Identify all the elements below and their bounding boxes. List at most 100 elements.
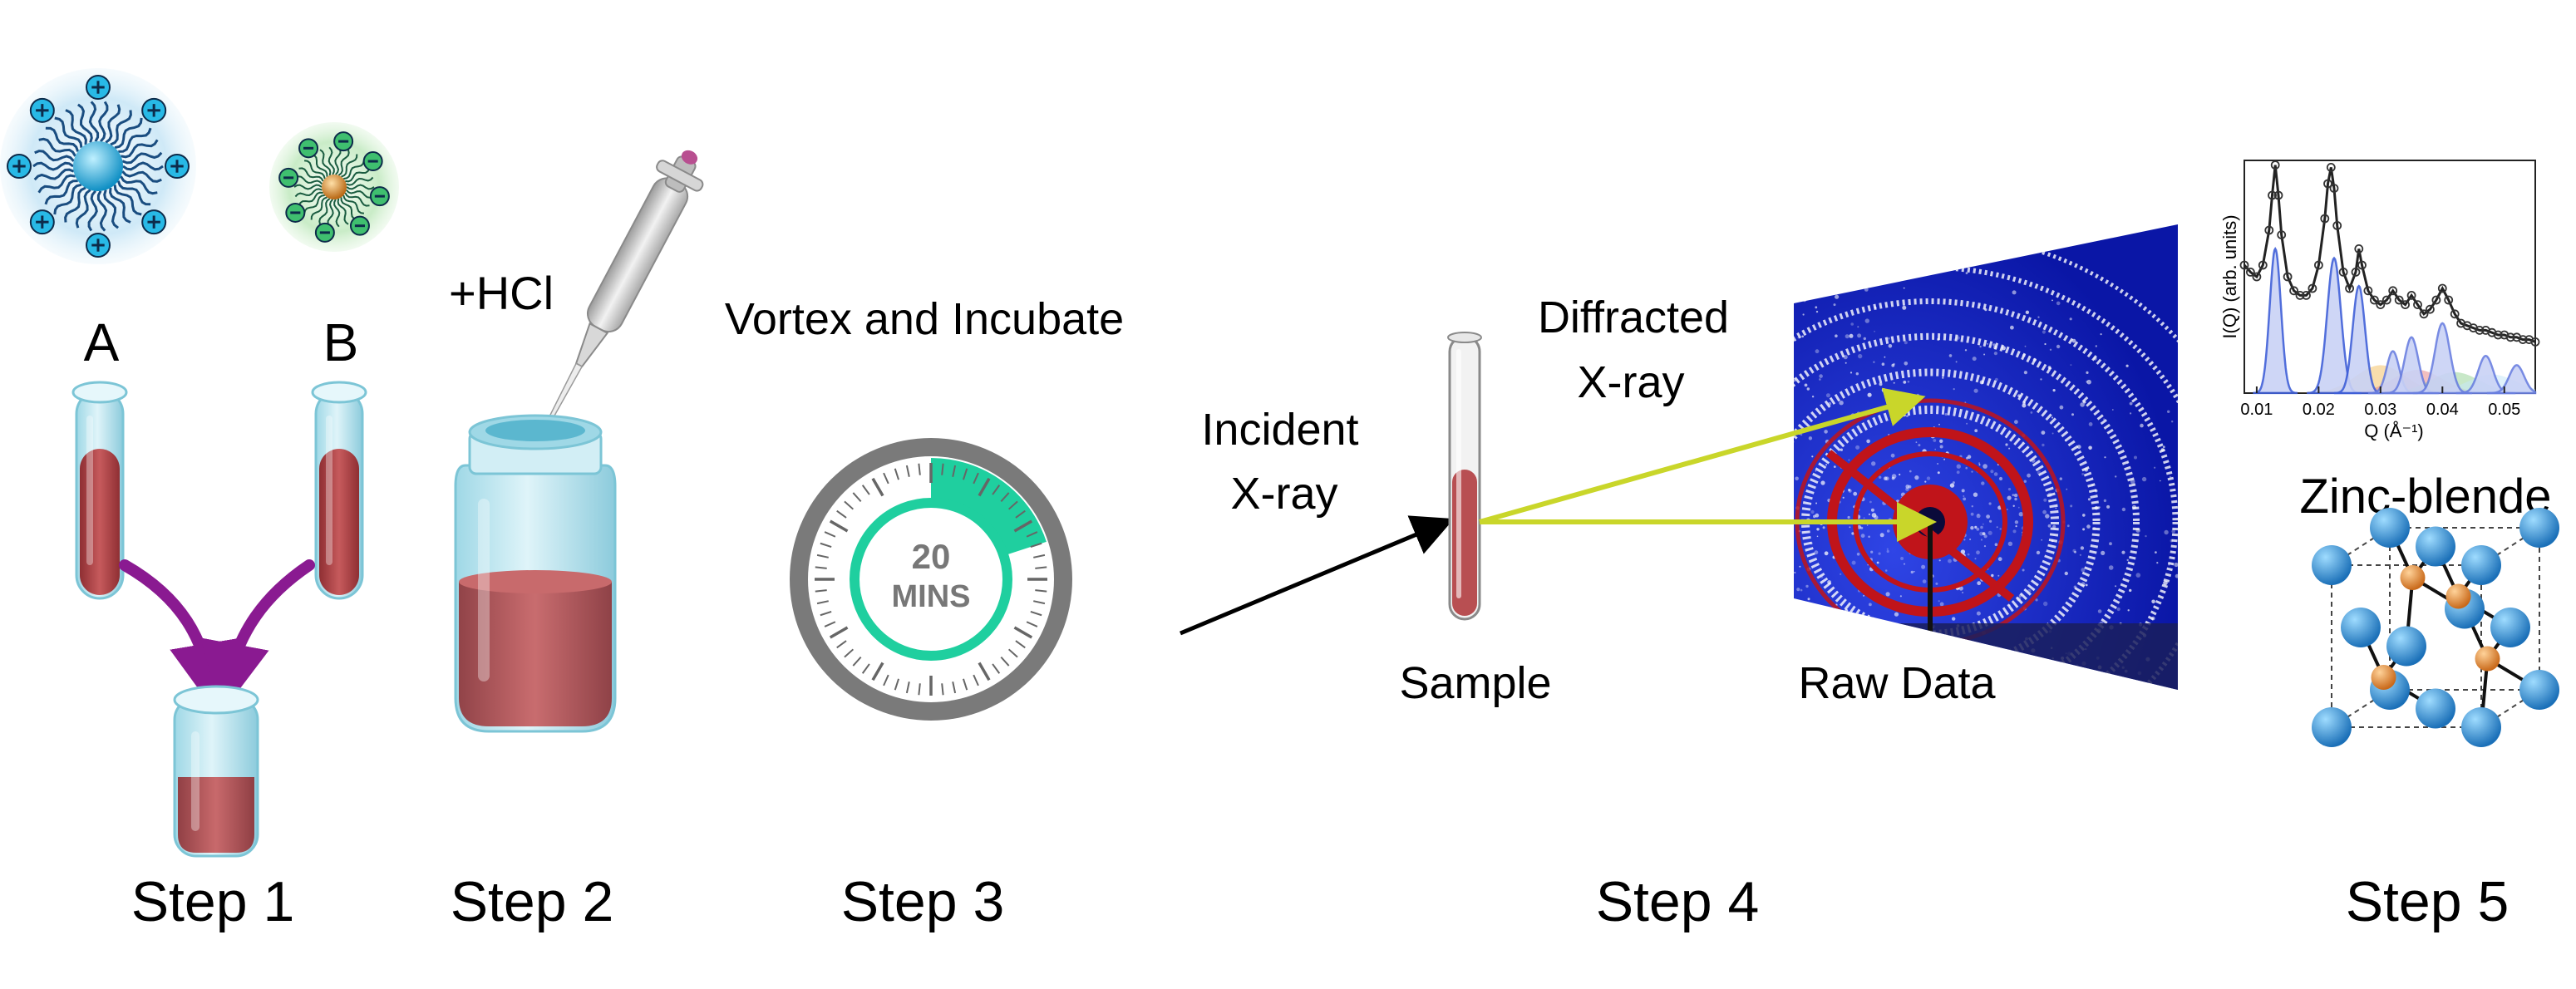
- zinc-atom: [2416, 526, 2455, 567]
- step1-group: A B Step 1: [0, 68, 399, 933]
- zinc-atom: [2370, 508, 2410, 548]
- chart-x-tick-label: 0.02: [2303, 401, 2335, 419]
- step4-group: Incident X-ray Sample Diffracted X-ray R: [1180, 224, 2178, 933]
- particle-a-icon: [0, 68, 196, 264]
- chart-data-point: [2245, 267, 2255, 277]
- chart-data-point: [2394, 295, 2404, 305]
- test-tube-a-icon: [71, 381, 128, 600]
- zinc-atom: [2386, 626, 2426, 667]
- chart-data-point: [2320, 214, 2330, 224]
- chart-peak-component-7: [2486, 364, 2537, 395]
- chart-data-point: [2518, 335, 2528, 345]
- step2-group: +HCl Step 2: [449, 150, 704, 933]
- incident-label-line1: Incident: [1201, 405, 1358, 455]
- zinc-atom: [2312, 707, 2352, 747]
- chart-data-point: [2283, 272, 2293, 282]
- timer-unit: MINS: [892, 579, 971, 614]
- chart-frame: [2244, 160, 2536, 394]
- sulfur-atom: [2445, 583, 2471, 609]
- chart-x-tick-label: 0.01: [2240, 401, 2273, 419]
- zinc-blende-label: Zinc-blende: [2299, 470, 2551, 524]
- chart-data-point: [2289, 286, 2299, 296]
- chart-data-point: [2338, 267, 2348, 277]
- zinc-atom: [2416, 688, 2455, 729]
- zinc-atom: [2490, 608, 2530, 647]
- chart-data-point: [2419, 309, 2429, 319]
- label-b: B: [323, 312, 359, 372]
- chart-peak-component-2: [2333, 284, 2384, 395]
- particle-b-icon: [269, 122, 399, 252]
- chart-data-point: [2252, 272, 2262, 282]
- chart-data-point: [2444, 295, 2454, 305]
- reaction-vial-icon: [454, 414, 617, 733]
- chart-data-point: [2388, 286, 2398, 296]
- diffracted-label-line1: Diffracted: [1538, 293, 1729, 342]
- chart-data-point: [2413, 300, 2422, 310]
- chart-data-point: [2369, 295, 2379, 305]
- chart-peak-component-5: [2412, 322, 2472, 395]
- raw-data-label: Raw Data: [1798, 658, 1996, 708]
- step4-label: Step 4: [1596, 870, 1760, 933]
- chart-data-point: [2326, 162, 2336, 172]
- chart-data-point: [2493, 330, 2503, 340]
- chart-data-point: [2401, 300, 2411, 310]
- chart-data-point: [2308, 283, 2317, 293]
- incident-label-line2: X-ray: [1230, 469, 1337, 519]
- chart-data-point: [2381, 295, 2391, 305]
- zinc-atom: [2461, 707, 2501, 747]
- incident-beam-arrow: [1180, 515, 1455, 636]
- sample-tube-icon: [1447, 332, 1482, 621]
- chart-x-tick-label: 0.03: [2364, 401, 2396, 419]
- chart-data-point: [2258, 260, 2268, 270]
- chart-peak-component-0: [2253, 246, 2298, 395]
- sample-label: Sample: [1399, 658, 1551, 708]
- chart-data-point: [2302, 290, 2311, 300]
- label-a: A: [84, 312, 120, 372]
- chart-data-point: [2475, 325, 2485, 335]
- chart-data-point: [2270, 160, 2280, 170]
- chart-data-point: [2357, 260, 2367, 270]
- zinc-atom: [2341, 608, 2381, 647]
- chart-background-component-0: [2281, 365, 2480, 393]
- chart-data-point: [2332, 220, 2342, 230]
- chart-data-point: [2268, 190, 2277, 200]
- chart-data-point: [2239, 260, 2249, 270]
- sulfur-atom: [2400, 565, 2426, 590]
- chart-x-tick-label: 0.05: [2488, 401, 2520, 419]
- step5-label: Step 5: [2346, 870, 2510, 933]
- chart-data-point: [2363, 286, 2373, 296]
- diffracted-beam: [1479, 387, 1926, 524]
- vortex-label: Vortex and Incubate: [725, 294, 1124, 344]
- step3-group: Vortex and Incubate 20 MINS Step 3: [725, 294, 1124, 933]
- timer-icon: 20 MINS: [790, 438, 1072, 721]
- zinc-atom: [2519, 508, 2559, 548]
- chart-data-point: [2530, 337, 2540, 347]
- chart-data-point: [2425, 304, 2435, 314]
- chart-data-point: [2354, 244, 2364, 253]
- timer-elapsed-sector: [931, 458, 1047, 556]
- chart-data-point: [2313, 260, 2323, 270]
- chart-data-point: [2323, 179, 2332, 189]
- chart-data-point: [2351, 267, 2361, 277]
- chart-data-point: [2505, 332, 2515, 342]
- chart-data-point: [2329, 184, 2339, 194]
- zinc-blende-crystal-icon: [2312, 508, 2559, 747]
- zinc-atom: [2461, 545, 2501, 585]
- chart-data-point: [2431, 295, 2441, 305]
- hcl-label: +HCl: [449, 267, 554, 319]
- zinc-atom: [2519, 670, 2559, 710]
- chart-data-point: [2345, 283, 2355, 293]
- chart-data-point: [2376, 300, 2386, 310]
- sulfur-atom: [2371, 665, 2396, 690]
- chart-data-point: [2450, 309, 2460, 319]
- chart-data-point: [2277, 230, 2287, 240]
- mixed-vial-icon: [173, 685, 259, 858]
- timer-value: 20: [912, 537, 951, 576]
- step2-label: Step 2: [451, 870, 614, 933]
- step1-label: Step 1: [131, 870, 295, 933]
- chart-data-point: [2295, 290, 2305, 300]
- chart-data-point: [2273, 190, 2283, 200]
